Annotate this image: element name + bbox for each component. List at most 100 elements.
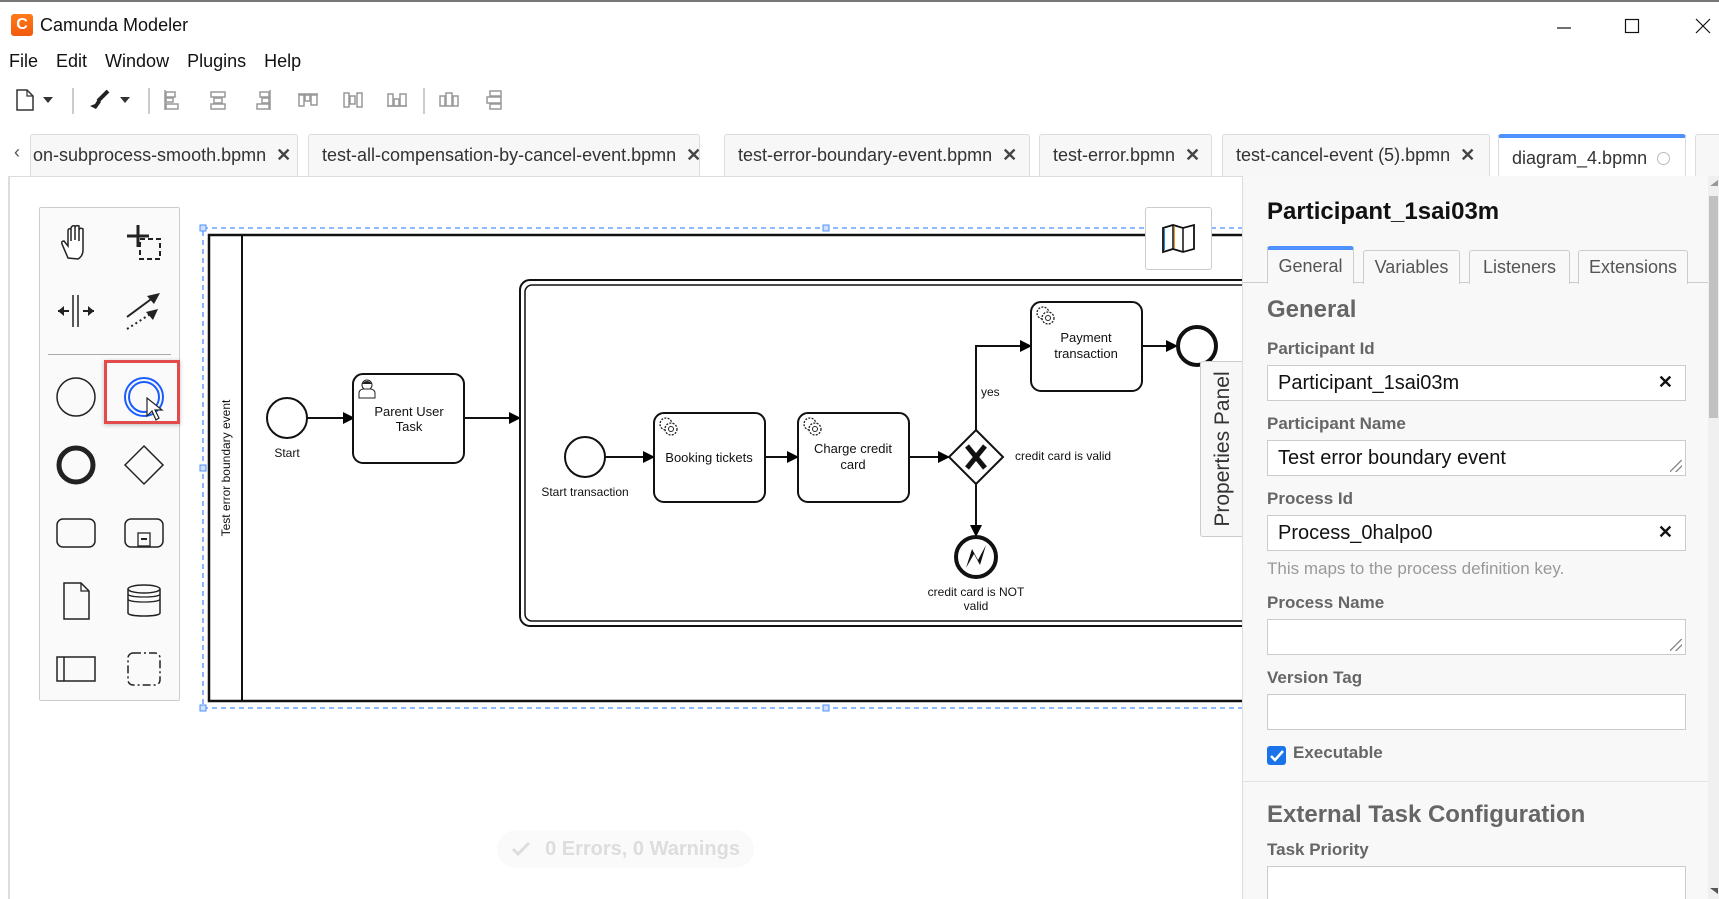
scrollbar-thumb[interactable] [1709, 196, 1718, 418]
align-bottom-button[interactable] [384, 82, 410, 118]
align-left-button[interactable] [160, 82, 184, 118]
scroll-up-arrow-icon[interactable] [1710, 180, 1718, 186]
menu-edit[interactable]: Edit [56, 51, 88, 71]
lint-status-button[interactable]: 0 Errors, 0 Warnings [497, 830, 754, 868]
lasso-tool-button[interactable] [121, 220, 167, 266]
toolbar-separator [423, 88, 425, 114]
subprocess-icon [124, 518, 164, 548]
tab-close-button[interactable]: ✕ [686, 145, 700, 165]
create-group-button[interactable] [121, 646, 167, 692]
tab-test-error[interactable]: test-error.bpmn ✕ [1039, 134, 1212, 176]
space-tool-button[interactable] [53, 288, 99, 334]
tab-close-button[interactable]: ✕ [1460, 145, 1476, 165]
checkmark-icon [1269, 749, 1284, 762]
new-file-dropdown[interactable] [40, 82, 56, 118]
create-task-button[interactable] [53, 510, 99, 556]
task-priority-input[interactable] [1267, 866, 1686, 899]
create-data-store-button[interactable] [121, 578, 167, 624]
participant-id-input[interactable]: Participant_1sai03m ✕ [1267, 365, 1686, 401]
resize-handle[interactable] [199, 224, 207, 232]
tab-test-error-boundary-event[interactable]: test-error-boundary-event.bpmn ✕ [724, 134, 1030, 176]
participant-name-textarea[interactable]: Test error boundary event [1267, 440, 1686, 476]
create-subprocess-button[interactable] [121, 510, 167, 556]
resize-handle[interactable] [199, 704, 207, 712]
distribute-vertically-button[interactable] [482, 82, 508, 118]
start-transaction-event[interactable] [564, 436, 606, 478]
exclusive-gateway[interactable] [947, 428, 1005, 486]
version-tag-input[interactable] [1267, 694, 1686, 730]
tab-test-all-compensation[interactable]: test-all-compensation-by-cancel-event.bp… [308, 134, 700, 176]
menu-plugins[interactable]: Plugins [187, 51, 247, 71]
new-file-button[interactable] [12, 82, 38, 118]
resize-handle[interactable] [199, 464, 207, 472]
tab-overflow[interactable] [1695, 134, 1719, 176]
resize-grip-icon[interactable] [1670, 460, 1682, 472]
tab-test-cancel-event[interactable]: test-cancel-event (5).bpmn ✕ [1222, 134, 1490, 176]
palette-separator [48, 354, 171, 355]
create-intermediate-event-button[interactable] [121, 374, 167, 420]
gear-icon [659, 417, 678, 436]
align-top-button[interactable] [295, 82, 321, 118]
align-center-button[interactable] [206, 82, 230, 118]
properties-panel-toggle[interactable]: Properties Panel [1200, 361, 1245, 537]
tab-label: on-subprocess-smooth.bpmn [33, 145, 267, 165]
hand-tool-button[interactable] [53, 220, 99, 266]
caret-down-icon [120, 97, 130, 103]
scroll-down-arrow-icon[interactable] [1710, 888, 1718, 894]
align-middle-button[interactable] [340, 82, 366, 118]
tab-on-subprocess-smooth[interactable]: on-subprocess-smooth.bpmn ✕ [30, 134, 298, 176]
align-right-icon [256, 90, 271, 110]
tab-general[interactable]: General [1267, 246, 1354, 284]
tab-close-button[interactable]: ✕ [1185, 145, 1201, 165]
minimap-toggle-button[interactable] [1145, 207, 1212, 270]
service-task-payment[interactable]: Payment transaction [1030, 301, 1143, 392]
clear-process-id-button[interactable]: ✕ [1657, 522, 1673, 542]
close-window-button[interactable] [1683, 12, 1719, 40]
executable-checkbox[interactable] [1267, 746, 1286, 765]
error-end-event[interactable] [954, 535, 998, 579]
tab-label: diagram_4.bpmn [1512, 147, 1648, 168]
clear-participant-id-button[interactable]: ✕ [1657, 372, 1673, 392]
create-end-event-button[interactable] [53, 442, 99, 488]
payment-label-2: transaction [1054, 346, 1118, 361]
create-gateway-button[interactable] [121, 442, 167, 488]
tab-diagram-4[interactable]: diagram_4.bpmn [1498, 134, 1686, 178]
properties-scrollbar[interactable] [1708, 176, 1719, 899]
create-start-event-button[interactable] [53, 374, 99, 420]
tab-variables[interactable]: Variables [1363, 250, 1460, 284]
resize-grip-icon[interactable] [1670, 639, 1682, 651]
align-right-button[interactable] [251, 82, 275, 118]
process-id-input[interactable]: Process_0halpo0 ✕ [1267, 515, 1686, 551]
create-participant-button[interactable] [53, 646, 99, 692]
sequence-flow-yes[interactable] [975, 340, 1032, 430]
start-event[interactable] [266, 397, 308, 439]
tab-scroll-left-button[interactable]: ‹ [14, 142, 20, 162]
resize-handle[interactable] [822, 224, 830, 232]
resize-handle[interactable] [822, 704, 830, 712]
maximize-button[interactable] [1612, 12, 1652, 40]
start-event-label: Start [274, 446, 300, 460]
process-name-label: Process Name [1267, 593, 1385, 612]
menu-help[interactable]: Help [264, 51, 302, 71]
color-dropdown[interactable] [117, 82, 133, 118]
group-external-task-title: External Task Configuration [1267, 801, 1586, 828]
user-task[interactable]: Parent User Task [352, 373, 465, 464]
tab-listeners[interactable]: Listeners [1469, 250, 1570, 284]
service-task-booking[interactable]: Booking tickets [653, 412, 766, 503]
group-divider [1243, 781, 1708, 782]
service-task-charge[interactable]: Charge credit card [797, 412, 910, 503]
transaction-subprocess[interactable] [519, 279, 1242, 627]
color-button[interactable] [86, 82, 112, 118]
distribute-horizontally-button[interactable] [436, 82, 462, 118]
menu-file[interactable]: File [9, 51, 39, 71]
process-name-textarea[interactable] [1267, 619, 1686, 655]
tab-extensions[interactable]: Extensions [1578, 250, 1688, 284]
properties-panel: Participant_1sai03m General Variables Li… [1242, 176, 1708, 899]
create-data-object-button[interactable] [53, 578, 99, 624]
global-connect-tool-button[interactable] [121, 288, 167, 334]
tab-close-button[interactable]: ✕ [276, 145, 292, 165]
menu-window[interactable]: Window [105, 51, 170, 71]
tab-close-button[interactable]: ✕ [1002, 145, 1018, 165]
minimize-button[interactable] [1544, 12, 1584, 40]
end-event[interactable] [1176, 325, 1218, 367]
